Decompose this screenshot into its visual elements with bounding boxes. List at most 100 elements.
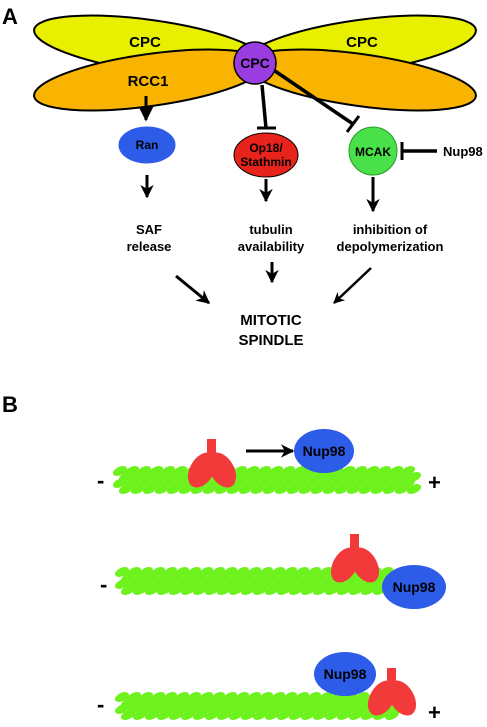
tubulin-subunit	[120, 710, 136, 720]
tubulin-subunit	[298, 484, 314, 494]
nup98-node-row2	[382, 565, 446, 609]
row3-minus: -	[97, 692, 104, 717]
panel-b-label: B	[2, 392, 18, 417]
row1-plus: +	[428, 470, 441, 495]
tubulin-subunit	[166, 484, 182, 494]
cpc-to-mcak-inhibit	[274, 69, 354, 126]
tubulin-subunit	[312, 585, 328, 595]
tubulin-subunit	[274, 484, 290, 494]
tubulin-subunit	[114, 704, 130, 714]
tubulin-subunit	[264, 710, 280, 720]
tubulin-subunit	[382, 484, 398, 494]
kinesin-head-right	[207, 452, 237, 488]
tubulin-subunit	[262, 484, 278, 494]
tubulin-subunit	[384, 710, 400, 720]
tubulin-subunit	[132, 710, 148, 720]
tubulin-subunit	[180, 710, 196, 720]
tubulin-subunit	[118, 484, 134, 494]
tubulin-subunit	[300, 585, 316, 595]
tubulin-line2: availability	[238, 239, 305, 254]
tubulin-subunit	[180, 585, 196, 595]
kinesin-stalk	[387, 668, 396, 690]
tubulin-subunit	[250, 484, 266, 494]
kinesin-stalk	[350, 534, 359, 556]
cpc-left-label: CPC	[129, 34, 161, 51]
inhibition-line1: inhibition of	[353, 222, 428, 237]
tubulin-subunit	[346, 484, 362, 494]
tubulin-subunit	[240, 710, 256, 720]
inhibition-to-spindle-arrow	[333, 267, 372, 304]
saf-line2: release	[127, 239, 172, 254]
cpc-complex	[33, 14, 477, 112]
panel-a-label: A	[2, 4, 18, 29]
tubulin-subunit	[156, 585, 172, 595]
tubulin-subunit	[114, 567, 130, 577]
tubulin-subunit	[286, 484, 302, 494]
cpc-center-label: CPC	[240, 55, 270, 71]
mcak-label: MCAK	[355, 145, 391, 159]
nup98-node-row1	[294, 429, 354, 473]
tubulin-subunit	[204, 710, 220, 720]
tubulin-subunit	[144, 585, 160, 595]
row3-plus: +	[428, 700, 441, 725]
tubulin-subunit	[228, 710, 244, 720]
tubulin-subunit	[112, 466, 128, 476]
microtubule-row-1	[112, 466, 422, 494]
tubulin-subunit	[114, 692, 130, 702]
tubulin-subunit	[358, 484, 374, 494]
tubulin-subunit	[204, 585, 220, 595]
tubulin-subunit	[114, 579, 130, 589]
tubulin-subunit	[142, 484, 158, 494]
mcak-node	[348, 126, 398, 176]
tubulin-subunit	[312, 710, 328, 720]
nup98-label-a: Nup98	[443, 144, 483, 159]
tubulin-subunit	[192, 710, 208, 720]
kinesin-stalk	[207, 439, 216, 461]
tubulin-subunit	[348, 585, 364, 595]
tubulin-subunit	[154, 484, 170, 494]
op18-label-line2: Stathmin	[240, 155, 291, 169]
tubulin-subunit	[238, 484, 254, 494]
tubulin-subunit	[228, 585, 244, 595]
tubulin-subunit	[288, 710, 304, 720]
ran-node	[118, 126, 176, 164]
mitotic-line1: MITOTIC	[240, 312, 302, 329]
tubulin-subunit	[406, 484, 422, 494]
tubulin-subunit	[322, 484, 338, 494]
tubulin-subunit	[310, 484, 326, 494]
tubulin-subunit	[336, 710, 352, 720]
tubulin-subunit	[264, 585, 280, 595]
tubulin-subunit	[168, 585, 184, 595]
tubulin-subunit	[168, 710, 184, 720]
tubulin-subunit	[360, 585, 376, 595]
kinesin-row-1	[187, 439, 237, 488]
tubulin-subunit	[216, 585, 232, 595]
nup98-label-row1: Nup98	[303, 443, 346, 459]
tubulin-subunit	[324, 585, 340, 595]
tubulin-line1: tubulin	[249, 222, 292, 237]
tubulin-subunit	[276, 710, 292, 720]
nup98-label-row3: Nup98	[324, 666, 367, 682]
row2-minus: -	[100, 572, 107, 597]
cpc-to-mcak-inhibit-bar	[345, 115, 361, 133]
op18-label-line1: Op18/	[249, 141, 283, 155]
tubulin-subunit	[336, 585, 352, 595]
kinesin-row-3	[367, 668, 417, 716]
kinesin-head-right	[387, 680, 417, 716]
tubulin-subunit	[394, 484, 410, 494]
tubulin-subunit	[348, 710, 364, 720]
tubulin-subunit	[288, 585, 304, 595]
inhibition-line2: depolymerization	[337, 239, 444, 254]
tubulin-subunit	[252, 710, 268, 720]
saf-to-spindle-arrow	[175, 274, 211, 305]
tubulin-subunit	[178, 484, 194, 494]
rcc1-label: RCC1	[128, 73, 169, 90]
tubulin-subunit	[112, 478, 128, 488]
cpc-to-op18-inhibit	[260, 84, 268, 129]
microtubule-row-3	[114, 692, 406, 720]
tubulin-subunit	[202, 484, 218, 494]
kinesin-head-right	[350, 547, 380, 583]
tubulin-subunit	[144, 710, 160, 720]
ran-label: Ran	[136, 138, 159, 152]
